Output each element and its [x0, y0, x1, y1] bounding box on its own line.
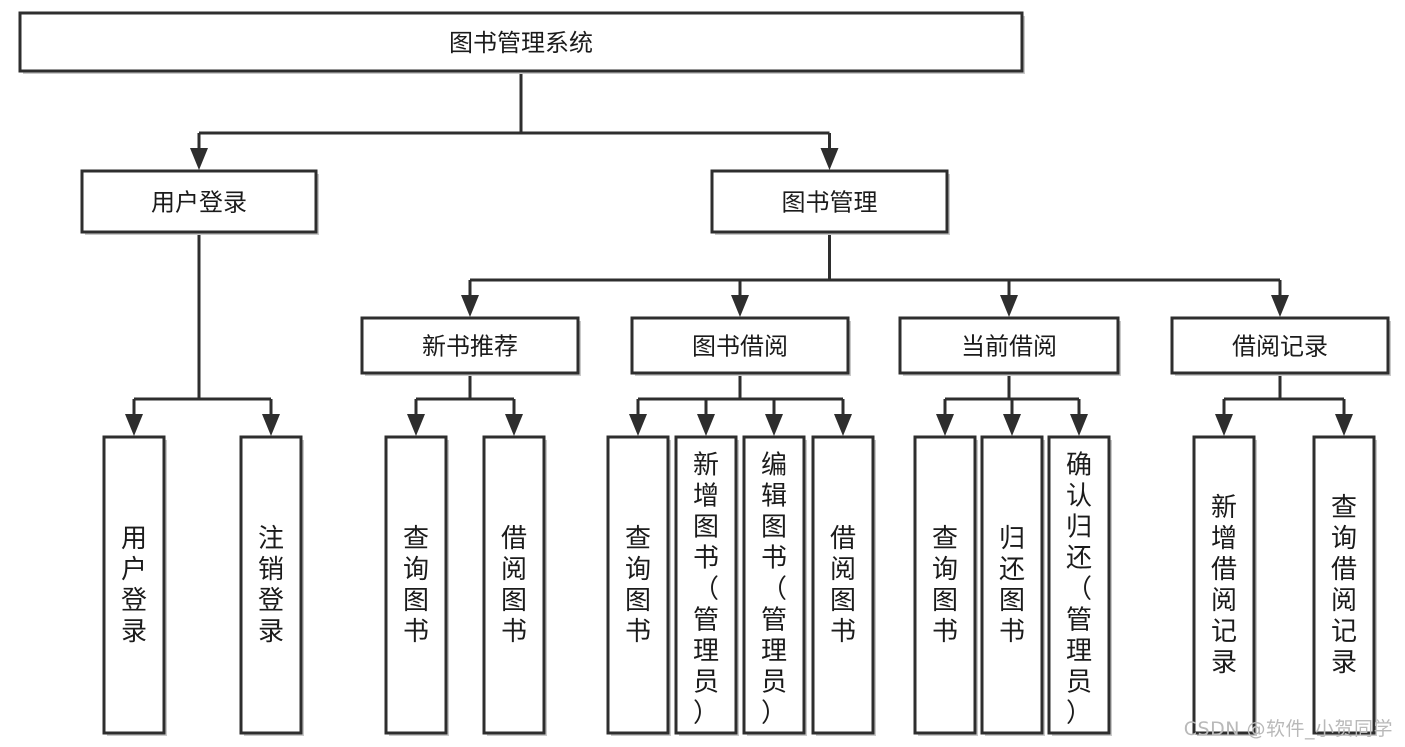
node-box[interactable] — [360, 316, 580, 375]
node-label: 查询图书 — [625, 524, 651, 647]
arrowhead-icon — [731, 295, 749, 317]
node-label: 图书管理 — [782, 189, 878, 217]
node-leaf-logout[interactable]: 注销登录 — [239, 435, 304, 736]
node-leaf-user-login[interactable]: 用户登录 — [102, 435, 167, 736]
arrowhead-icon — [1003, 414, 1021, 436]
node-box[interactable] — [606, 435, 670, 735]
node-box[interactable] — [1170, 316, 1390, 375]
node-current-borrow[interactable]: 当前借阅 — [898, 316, 1121, 376]
node-box[interactable] — [482, 435, 546, 735]
node-box[interactable] — [18, 11, 1024, 73]
node-leaf-add-record[interactable]: 新增借阅记录 — [1192, 435, 1257, 736]
arrowhead-icon — [1215, 414, 1233, 436]
arrowhead-icon — [834, 414, 852, 436]
arrowhead-icon — [1271, 295, 1289, 317]
arrowhead-icon — [765, 414, 783, 436]
node-leaf-borrow-book-b[interactable]: 借阅图书 — [811, 435, 876, 736]
node-new-book-rec[interactable]: 新书推荐 — [360, 316, 581, 376]
node-box[interactable] — [102, 435, 166, 735]
node-box[interactable] — [710, 169, 949, 234]
node-leaf-query-record[interactable]: 查询借阅记录 — [1312, 435, 1377, 736]
node-label: 确认归还（管理员） — [1066, 451, 1092, 729]
arrowhead-icon — [262, 414, 280, 436]
node-label: 当前借阅 — [961, 333, 1057, 361]
node-label: 用户登录 — [151, 189, 247, 217]
arrowhead-icon — [190, 148, 208, 170]
node-box[interactable] — [1192, 435, 1256, 735]
arrowhead-icon — [697, 414, 715, 436]
node-box[interactable] — [742, 435, 806, 735]
node-label: 查询图书 — [932, 524, 958, 647]
arrowhead-icon — [125, 414, 143, 436]
node-box[interactable] — [898, 316, 1120, 375]
arrowhead-icon — [1335, 414, 1353, 436]
node-label: 注销登录 — [258, 524, 284, 647]
arrowhead-icon — [407, 414, 425, 436]
node-leaf-query-book-c[interactable]: 查询图书 — [913, 435, 978, 736]
node-box[interactable] — [239, 435, 303, 735]
node-layer: 图书管理系统用户登录图书管理新书推荐图书借阅当前借阅借阅记录用户登录注销登录查询… — [18, 11, 1391, 736]
node-box[interactable] — [674, 435, 738, 735]
node-box[interactable] — [913, 435, 977, 735]
node-label: 借阅图书 — [830, 524, 856, 647]
node-label: 新增图书（管理员） — [693, 451, 719, 729]
node-box[interactable] — [980, 435, 1044, 735]
edge-layer — [125, 71, 1353, 436]
node-label: 借阅图书 — [501, 524, 527, 647]
node-label: 新书推荐 — [422, 333, 518, 361]
node-box[interactable] — [80, 169, 318, 234]
node-label: 图书借阅 — [692, 333, 788, 361]
node-label: 编辑图书（管理员） — [761, 451, 787, 729]
arrowhead-icon — [461, 295, 479, 317]
node-leaf-query-book-rec[interactable]: 查询图书 — [384, 435, 449, 736]
arrowhead-icon — [820, 148, 839, 170]
arrowhead-icon — [629, 414, 647, 436]
node-leaf-add-book[interactable]: 新增图书（管理员） — [674, 435, 739, 736]
node-box[interactable] — [1312, 435, 1376, 735]
node-box[interactable] — [384, 435, 448, 735]
node-box[interactable] — [811, 435, 875, 735]
node-box[interactable] — [1047, 435, 1111, 735]
node-box[interactable] — [630, 316, 850, 375]
node-label: 查询借阅记录 — [1331, 493, 1357, 678]
node-leaf-confirm-return[interactable]: 确认归还（管理员） — [1047, 435, 1112, 736]
node-leaf-borrow-book-rec[interactable]: 借阅图书 — [482, 435, 547, 736]
node-label: 新增借阅记录 — [1211, 493, 1237, 678]
csdn-watermark: CSDN @软件_小贺同学 — [1183, 718, 1393, 740]
node-root-图书管理系统[interactable]: 图书管理系统 — [18, 11, 1025, 74]
node-book-manage[interactable]: 图书管理 — [710, 169, 950, 235]
node-leaf-query-book-b[interactable]: 查询图书 — [606, 435, 671, 736]
node-user-login[interactable]: 用户登录 — [80, 169, 319, 235]
node-label: 归还图书 — [999, 524, 1025, 647]
node-book-borrow[interactable]: 图书借阅 — [630, 316, 851, 376]
node-label: 借阅记录 — [1232, 333, 1328, 361]
node-leaf-return-book[interactable]: 归还图书 — [980, 435, 1045, 736]
node-borrow-record[interactable]: 借阅记录 — [1170, 316, 1391, 376]
arrowhead-icon — [505, 414, 523, 436]
arrowhead-icon — [1070, 414, 1088, 436]
node-label: 查询图书 — [403, 524, 429, 647]
arrowhead-icon — [1000, 295, 1018, 317]
arrowhead-icon — [936, 414, 954, 436]
node-leaf-edit-book[interactable]: 编辑图书（管理员） — [742, 435, 807, 736]
node-label: 用户登录 — [121, 524, 147, 647]
node-label: 图书管理系统 — [449, 29, 593, 57]
